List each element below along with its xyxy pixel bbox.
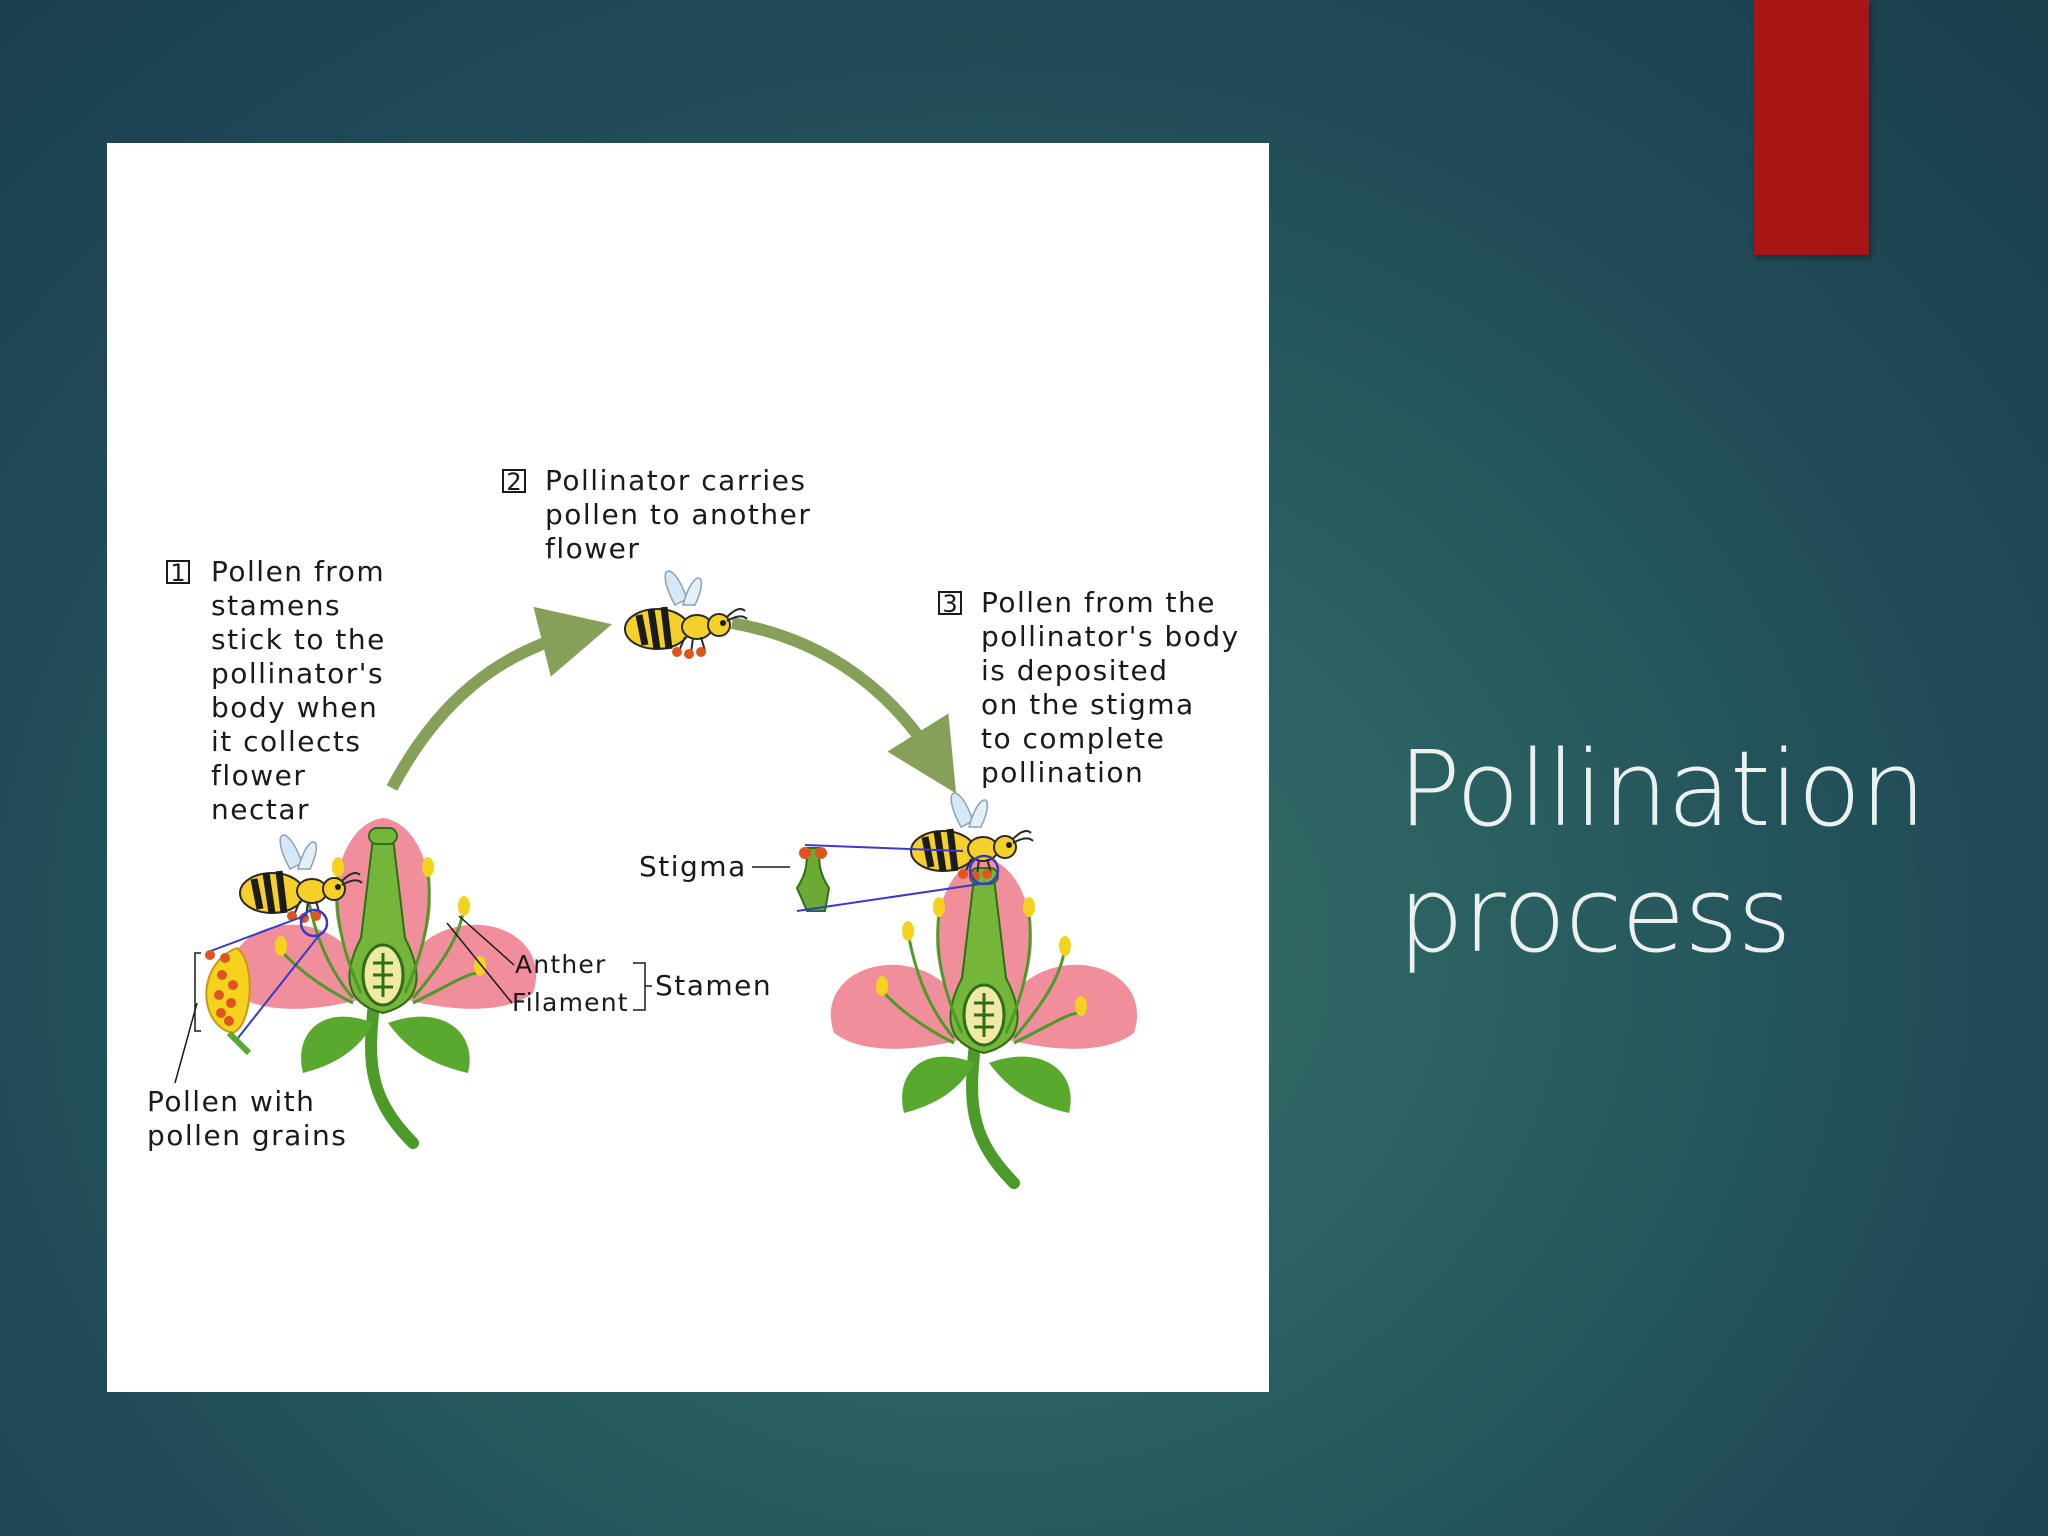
step-3-line: pollinator's body: [981, 620, 1240, 653]
step-1-line: stick to the: [211, 623, 386, 656]
stigma-callout-circle: [968, 854, 1000, 886]
stigma-label: Stigma: [639, 850, 747, 883]
stigma-pollen: [815, 847, 827, 859]
second-flower: [831, 858, 1137, 1183]
bee-icon: [625, 571, 747, 659]
stamen-bracket: [633, 962, 652, 1011]
step-1-line: nectar: [211, 793, 310, 826]
step-3-line: Pollen from the: [981, 586, 1216, 619]
step-1-box: [166, 560, 190, 584]
arrow-to-bee: [386, 606, 612, 791]
pollen-callout-lines: [207, 914, 322, 1039]
step-2-line: pollen to another: [545, 498, 811, 531]
pollen-label: pollen grains: [147, 1119, 347, 1152]
step-1-line: stamens: [211, 589, 341, 622]
step-1-line: Pollen from: [211, 555, 385, 588]
pollen-leader-line: [174, 1002, 198, 1084]
pollination-diagram: 1 Pollen from stamens stick to the polli…: [107, 143, 1269, 1392]
step-1-line: body when: [211, 691, 378, 724]
anther-label: Anther: [515, 950, 606, 979]
pollen-filament-detail: [226, 1030, 252, 1056]
pollen-callout-circle: [299, 908, 329, 938]
pollen-bracket: [194, 952, 201, 1032]
pollen-label: Pollen with: [147, 1085, 315, 1118]
accent-bar: [1754, 0, 1869, 255]
step-3-box: [938, 591, 962, 615]
step-1-line: pollinator's: [211, 657, 384, 690]
step-1-line: flower: [211, 759, 306, 792]
slide-title: Pollination process: [1398, 726, 2018, 978]
pollen-grains: [205, 950, 238, 1026]
step-2-line: flower: [545, 532, 640, 565]
diagram-svg: 1 Pollen from stamens stick to the polli…: [147, 464, 1240, 1392]
step-2-number: 2: [506, 468, 521, 496]
arrow-to-flower: [730, 617, 957, 794]
slide-title-line: Pollination: [1398, 728, 1926, 850]
step-3-line: on the stigma: [981, 688, 1195, 721]
slide-title-line: process: [1398, 854, 1792, 976]
stigma-callout-lines: [796, 844, 988, 912]
stigma-pollen: [799, 847, 811, 859]
step-3-number: 3: [942, 590, 957, 618]
stamen-label: Stamen: [655, 969, 772, 1002]
step-1-number: 1: [170, 559, 185, 587]
step-2-box: [502, 469, 526, 493]
filament-label: Filament: [512, 988, 629, 1017]
step-1-line: it collects: [211, 725, 361, 758]
stamen-leader-lines: [446, 915, 515, 1004]
step-2-line: Pollinator carries: [545, 464, 806, 497]
step-3-line: to complete: [981, 722, 1165, 755]
step-3-line: pollination: [981, 756, 1144, 789]
step-3-line: is deposited: [981, 654, 1169, 687]
